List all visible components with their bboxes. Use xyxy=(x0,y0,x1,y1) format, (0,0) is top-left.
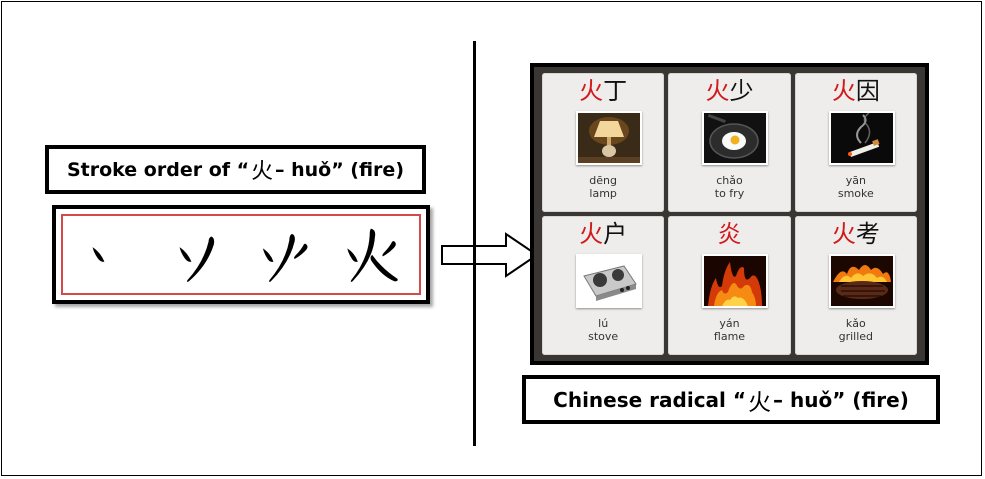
card-pinyin: yán xyxy=(719,317,740,330)
stroke-order-title: Stroke order of “ 火 – huǒ” (fire) xyxy=(45,145,426,194)
radical-title-prefix: Chinese radical “ xyxy=(553,387,747,412)
word-card: 火丁 dēng lamp xyxy=(542,73,665,212)
radical-examples-panel: 火丁 dēng lamp 火少 xyxy=(530,63,929,365)
card-english: to fry xyxy=(714,187,745,200)
card-english: stove xyxy=(588,330,619,343)
vertical-divider xyxy=(473,41,476,446)
radical-title-suffix: – huǒ” (fire) xyxy=(773,387,909,412)
right-arrow-icon xyxy=(441,232,539,278)
card-pinyin: kǎo xyxy=(845,317,866,330)
stroke-4-fire-char-icon xyxy=(346,228,398,282)
word-card: 火户 lú stove xyxy=(542,216,665,355)
stroke-3-icon xyxy=(263,233,308,282)
card-english: grilled xyxy=(838,330,874,343)
card-character: 火因 xyxy=(831,77,880,105)
card-character: 火丁 xyxy=(579,77,628,105)
card-english: smoke xyxy=(837,187,874,200)
stroke-step-4 xyxy=(336,220,406,290)
radical-card-grid: 火丁 dēng lamp 火少 xyxy=(542,73,917,355)
card-english: lamp xyxy=(589,187,617,200)
card-english: flame xyxy=(713,330,746,343)
stroke-title-char: 火 xyxy=(251,159,273,184)
word-card: 火考 kǎo grilled xyxy=(794,216,917,355)
word-card: 火因 yān smoke xyxy=(794,73,917,212)
stroke-title-suffix: – huǒ” (fire) xyxy=(274,158,404,181)
stroke-step-1 xyxy=(76,220,146,290)
cigarette-smoke-photo xyxy=(828,111,895,165)
card-pinyin: chǎo xyxy=(716,174,743,187)
word-card: 炎 yán flame xyxy=(668,216,791,355)
card-pinyin: dēng xyxy=(589,174,618,187)
card-character: 火少 xyxy=(705,77,754,105)
stroke-order-sequence xyxy=(56,209,426,300)
gas-stove-photo xyxy=(576,254,642,308)
stroke-1-dot-icon xyxy=(92,246,105,262)
grilled-meat-photo xyxy=(828,254,895,308)
stroke-step-3 xyxy=(249,220,319,290)
frying-egg-photo xyxy=(702,111,769,165)
card-character: 火考 xyxy=(831,220,880,248)
radical-title: Chinese radical “ 火 – huǒ” (fire) xyxy=(522,375,940,424)
card-character: 炎 xyxy=(717,220,742,248)
radical-title-char: 火 xyxy=(748,389,772,416)
stroke-order-inner-border xyxy=(61,214,421,295)
card-pinyin: yān xyxy=(845,174,866,187)
stroke-order-box xyxy=(52,205,430,304)
stroke-title-prefix: Stroke order of “ xyxy=(66,158,250,181)
card-pinyin: lú xyxy=(598,317,609,330)
stroke-2-icon xyxy=(179,236,214,282)
lamp-photo xyxy=(576,111,642,165)
card-character: 火户 xyxy=(579,220,628,248)
word-card: 火少 chǎo to fry xyxy=(668,73,791,212)
stroke-step-2 xyxy=(163,220,233,290)
flames-photo xyxy=(702,254,769,308)
